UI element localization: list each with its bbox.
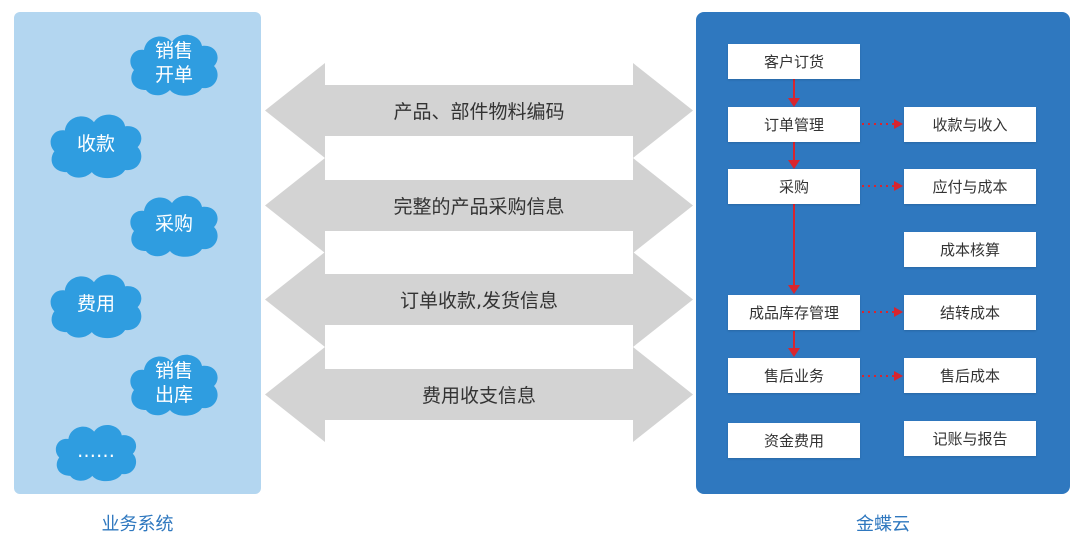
exchange-arrow-order-collection: 订单收款,发货信息 (265, 252, 693, 347)
kingdee-cloud-caption: 金蝶云 (856, 514, 910, 535)
double-arrow-icon (265, 158, 693, 253)
arrow-label: 产品、部件物料编码 (393, 101, 565, 123)
cloud-label: 销售 开单 (154, 40, 193, 86)
cloud-shape-icon (130, 354, 218, 416)
cloud-label: 费用 (76, 293, 115, 315)
cloud-label: 收款 (76, 133, 115, 155)
result-box-after-sales-cost: 售后成本 (904, 358, 1036, 393)
double-arrow-icon (265, 252, 693, 347)
exchange-arrow-expense-info: 费用收支信息 (265, 347, 693, 442)
flow-box-customer-order: 客户订货 (728, 44, 860, 79)
result-box-collection-income: 收款与收入 (904, 107, 1036, 142)
cloud-sales-outbound: 销售 出库 (124, 344, 224, 422)
cloud-shape-icon (130, 195, 218, 257)
business-system-panel (14, 12, 261, 494)
flow-box-inventory-management: 成品库存管理 (728, 295, 860, 330)
double-arrow-icon (265, 347, 693, 442)
exchange-arrow-product-codes: 产品、部件物料编码 (265, 63, 693, 158)
cloud-sales-order: 销售 开单 (124, 28, 224, 98)
cloud-collection: 收款 (44, 106, 148, 182)
arrow-label: 费用收支信息 (421, 385, 536, 407)
cloud-shape-icon (50, 274, 142, 339)
result-box-cost-accounting: 成本核算 (904, 232, 1036, 267)
flow-box-purchase: 采购 (728, 169, 860, 204)
cloud-expense: 费用 (44, 266, 148, 342)
result-box-bookkeeping-report: 记账与报告 (904, 421, 1036, 456)
flow-box-after-sales: 售后业务 (728, 358, 860, 393)
flow-box-order-management: 订单管理 (728, 107, 860, 142)
double-arrow-icon (265, 63, 693, 158)
cloud-more: …… (50, 418, 142, 484)
cloud-label: 采购 (154, 213, 193, 235)
arrow-label: 订单收款,发货信息 (399, 290, 559, 312)
arrow-label: 完整的产品采购信息 (393, 196, 565, 218)
result-box-carry-over-cost: 结转成本 (904, 295, 1036, 330)
cloud-label: …… (77, 440, 115, 462)
cloud-shape-icon (50, 114, 142, 179)
cloud-purchase: 采购 (124, 186, 224, 262)
cloud-shape-icon (130, 34, 218, 96)
cloud-label: 销售 出库 (154, 360, 193, 406)
result-box-payable-cost: 应付与成本 (904, 169, 1036, 204)
flow-box-fund-expense: 资金费用 (728, 423, 860, 458)
exchange-arrow-purchase-info: 完整的产品采购信息 (265, 158, 693, 253)
business-system-caption: 业务系统 (101, 514, 174, 535)
cloud-shape-icon (55, 425, 137, 482)
